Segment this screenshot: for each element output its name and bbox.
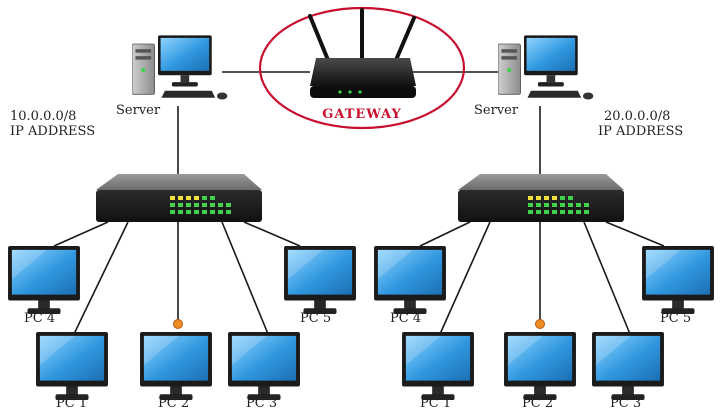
pc-cable bbox=[221, 221, 269, 335]
ip-address-label: IP ADDRESS bbox=[10, 124, 95, 139]
switch-led bbox=[202, 210, 207, 214]
pc-label: PC 5 bbox=[300, 311, 331, 326]
cable-connector bbox=[173, 319, 183, 329]
pc-cable bbox=[243, 221, 301, 247]
switch-led bbox=[194, 210, 199, 214]
switch-led bbox=[202, 203, 207, 207]
monitor-icon[interactable] bbox=[402, 332, 474, 401]
switch-led bbox=[210, 196, 215, 200]
switch-led bbox=[560, 203, 565, 207]
server-label: Server bbox=[474, 103, 519, 118]
switch-led bbox=[178, 210, 183, 214]
pc-cable bbox=[53, 221, 109, 247]
ip-address-label: IP ADDRESS bbox=[598, 124, 683, 139]
pc-label: PC 2 bbox=[158, 396, 189, 410]
switch-led bbox=[218, 203, 223, 207]
switch-led bbox=[194, 196, 199, 200]
switch-led bbox=[218, 210, 223, 214]
pc-label: PC 3 bbox=[610, 396, 641, 410]
pc-label: PC 4 bbox=[24, 311, 55, 326]
switch-led bbox=[544, 210, 549, 214]
pc-cable bbox=[583, 221, 631, 335]
switch-led bbox=[186, 196, 191, 200]
pc-label: PC 4 bbox=[390, 311, 421, 326]
pc-cable bbox=[439, 221, 491, 335]
switch-led bbox=[170, 196, 175, 200]
switch-led bbox=[552, 196, 557, 200]
switch-led bbox=[536, 203, 541, 207]
switch-led bbox=[552, 203, 557, 207]
switch-led bbox=[210, 210, 215, 214]
switch-led bbox=[536, 196, 541, 200]
monitor-icon[interactable] bbox=[592, 332, 664, 401]
server-label: Server bbox=[116, 103, 161, 118]
monitor-icon[interactable] bbox=[8, 246, 80, 315]
monitor-icon[interactable] bbox=[374, 246, 446, 315]
switch-led bbox=[170, 203, 175, 207]
router-icon[interactable] bbox=[308, 8, 416, 98]
monitor-icon[interactable] bbox=[642, 246, 714, 315]
switch-led bbox=[178, 203, 183, 207]
gateway-label: GATEWAY bbox=[322, 107, 402, 122]
pc-label: PC 5 bbox=[660, 311, 691, 326]
switch-led bbox=[560, 196, 565, 200]
pc-label: PC 1 bbox=[420, 396, 451, 410]
switch-led bbox=[584, 210, 589, 214]
monitor-icon[interactable] bbox=[284, 246, 356, 315]
pc-cable bbox=[419, 221, 471, 247]
server-tower-icon[interactable] bbox=[132, 34, 228, 100]
switch-led bbox=[178, 196, 183, 200]
network-right: Server 20.0.0.0/8 IP ADDRESS PC 4 PC 1 P… bbox=[374, 34, 714, 410]
switch-led bbox=[552, 210, 557, 214]
pc-label: PC 1 bbox=[56, 396, 87, 410]
monitor-icon[interactable] bbox=[140, 332, 212, 401]
switch-led bbox=[584, 203, 589, 207]
switch-led bbox=[536, 210, 541, 214]
switch-led bbox=[210, 203, 215, 207]
network-switch-icon[interactable] bbox=[96, 174, 262, 222]
monitor-icon[interactable] bbox=[228, 332, 300, 401]
switch-led bbox=[528, 203, 533, 207]
switch-led bbox=[568, 203, 573, 207]
pc-cable bbox=[73, 221, 129, 335]
monitor-icon[interactable] bbox=[504, 332, 576, 401]
pc-label: PC 2 bbox=[522, 396, 553, 410]
switch-led bbox=[568, 210, 573, 214]
switch-led bbox=[186, 210, 191, 214]
server-tower-icon[interactable] bbox=[498, 34, 594, 100]
switch-led bbox=[576, 210, 581, 214]
switch-led bbox=[568, 196, 573, 200]
network-switch-icon[interactable] bbox=[458, 174, 624, 222]
switch-led bbox=[186, 203, 191, 207]
switch-led bbox=[170, 210, 175, 214]
switch-led bbox=[544, 203, 549, 207]
ip-range: 10.0.0.0/8 bbox=[10, 109, 76, 124]
network-left: Server 10.0.0.0/8 IP ADDRESS PC 4 PC 1 P… bbox=[8, 34, 356, 410]
switch-led bbox=[194, 203, 199, 207]
monitor-icon[interactable] bbox=[36, 332, 108, 401]
switch-led bbox=[528, 196, 533, 200]
switch-led bbox=[226, 203, 231, 207]
pc-cable bbox=[605, 221, 665, 247]
switch-led bbox=[576, 203, 581, 207]
switch-led bbox=[226, 210, 231, 214]
ip-range: 20.0.0.0/8 bbox=[604, 109, 670, 124]
switch-led bbox=[528, 210, 533, 214]
switch-led bbox=[202, 196, 207, 200]
switch-led bbox=[544, 196, 549, 200]
switch-led bbox=[560, 210, 565, 214]
cable-connector bbox=[535, 319, 545, 329]
pc-label: PC 3 bbox=[246, 396, 277, 410]
